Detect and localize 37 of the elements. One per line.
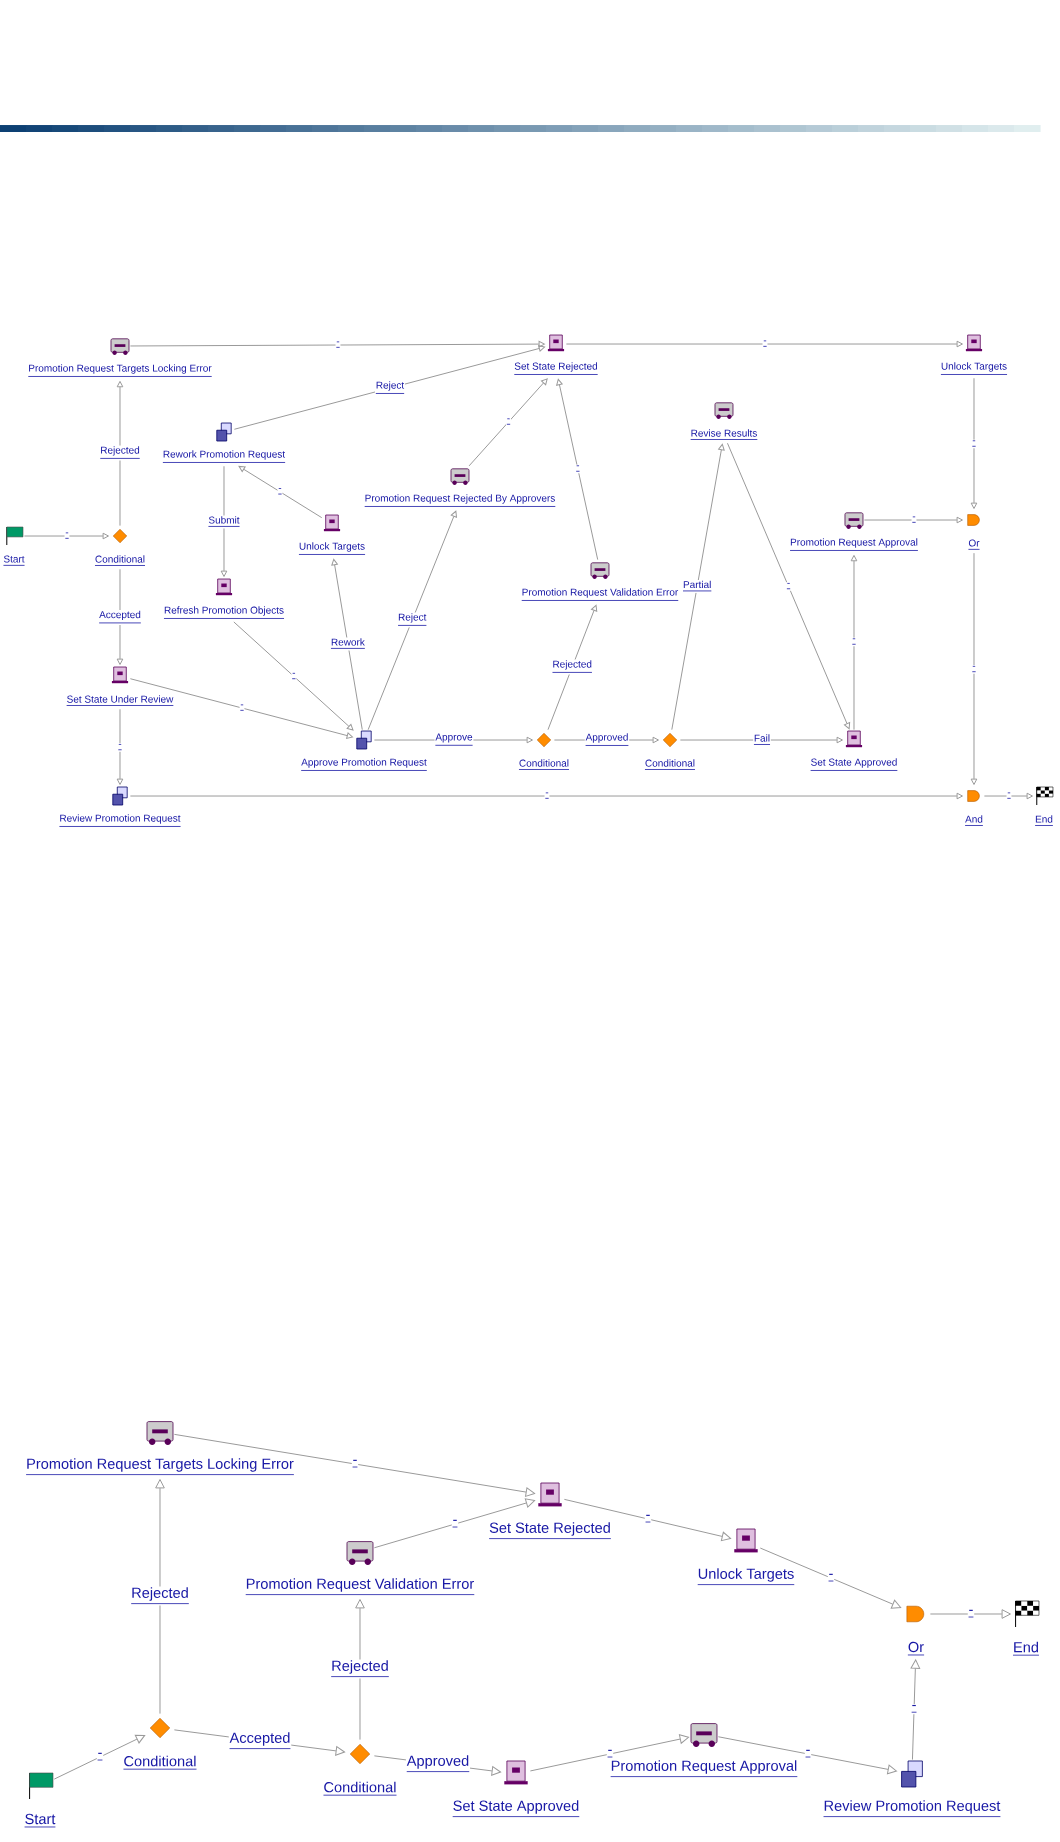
arrow: [563, 1498, 732, 1542]
arrow: [671, 443, 725, 731]
arrow: [727, 442, 851, 730]
arrow: [233, 345, 546, 430]
arrow: [173, 1433, 535, 1497]
arrow: [331, 558, 363, 731]
arrow: [970, 377, 978, 509]
arrow: [23, 532, 109, 540]
arrow: [970, 552, 978, 785]
arrow: [129, 792, 963, 800]
arrow: [220, 465, 228, 577]
arrow: [556, 378, 599, 561]
arrow: [116, 708, 124, 785]
arrow: [155, 1479, 165, 1715]
arrow: [553, 736, 659, 744]
arrow: [116, 380, 124, 527]
arrow: [468, 378, 548, 467]
arrow: [759, 1547, 902, 1609]
arrow: [238, 465, 323, 519]
arrow: [367, 510, 457, 731]
arrow: [116, 568, 124, 665]
arrow: [983, 792, 1033, 800]
arrow: [929, 1609, 1011, 1619]
arrow: [233, 621, 354, 731]
arrow: [129, 340, 545, 348]
arrow: [373, 1498, 536, 1549]
arrow: [910, 1659, 921, 1761]
arrow: [129, 678, 354, 739]
arrow: [373, 736, 533, 744]
arrow: [863, 516, 963, 524]
arrow: [547, 604, 598, 731]
arrow: [53, 1734, 146, 1780]
arrow: [850, 554, 858, 731]
arrow: [565, 340, 963, 348]
arrow: [529, 1734, 689, 1772]
arrow: [717, 1736, 897, 1775]
arrow: [679, 736, 843, 744]
